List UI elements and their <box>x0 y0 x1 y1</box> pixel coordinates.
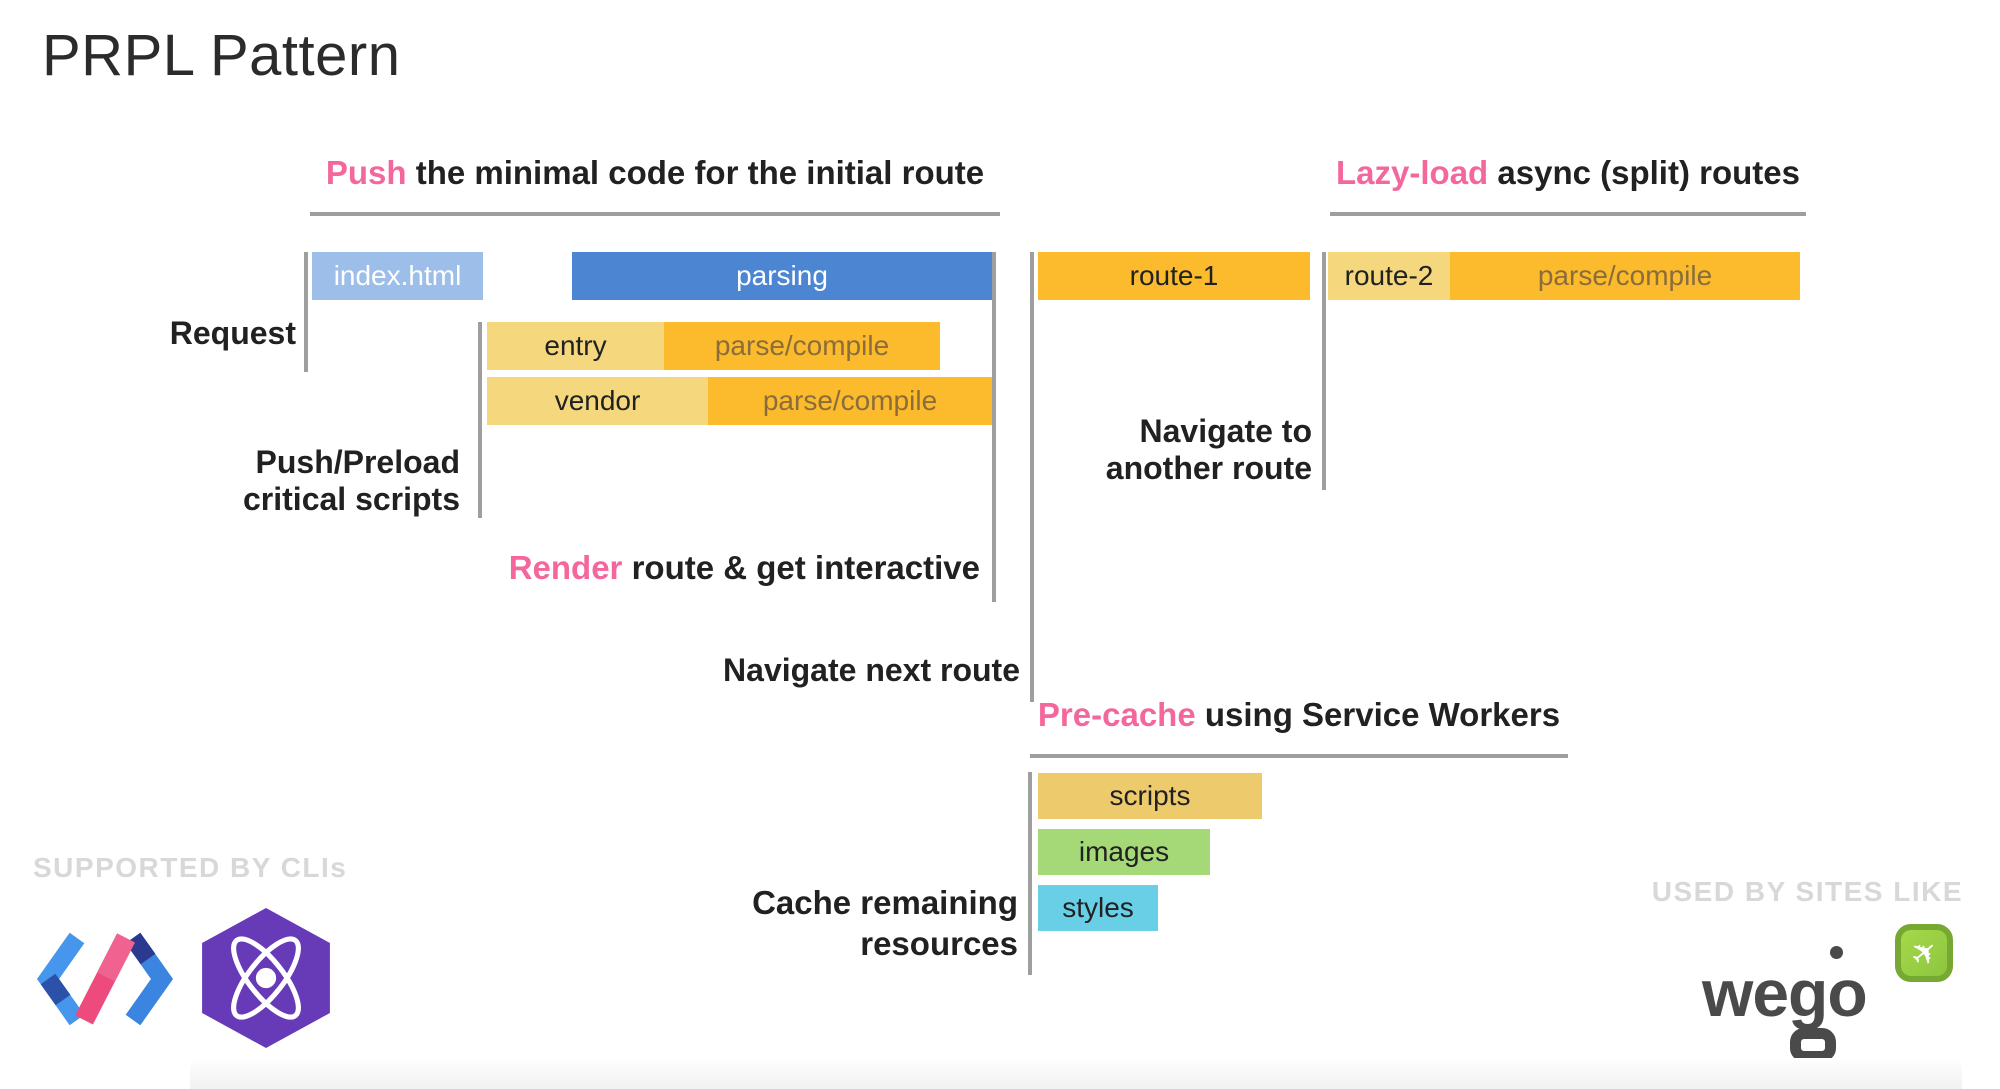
label-push-preload: Push/Preload critical scripts <box>160 444 460 518</box>
label-cache-remaining: Cache remaining resources <box>640 882 1018 964</box>
label-navigate-another-line2: another route <box>1105 450 1312 486</box>
label-navigate-next: Navigate next route <box>723 652 1020 688</box>
render-boundary-line <box>992 252 996 602</box>
bar-styles: styles <box>1038 885 1158 931</box>
label-navigate-another: Navigate to another route <box>1060 413 1312 487</box>
heading-pre-cache-rest: using Service Workers <box>1195 696 1561 733</box>
bar-vendor: vendor <box>487 377 708 425</box>
bar-route-1: route-1 <box>1038 252 1310 300</box>
bar-route-2-parse-compile: parse/compile <box>1450 252 1800 300</box>
preact-logo <box>202 908 330 1048</box>
bar-images: images <box>1038 829 1210 875</box>
cache-resources-line <box>1028 772 1032 975</box>
heading-lazy-load: Lazy-load async (split) routes <box>1330 152 1806 194</box>
label-request: Request <box>169 315 296 351</box>
wego-g-dot <box>1830 946 1843 959</box>
heading-push-rest: the minimal code for the initial route <box>406 154 985 191</box>
wego-g-descender <box>1790 1028 1836 1062</box>
wego-wordmark: wego <box>1702 956 1868 1030</box>
heading-pre-cache: Pre-cache using Service Workers <box>1030 694 1568 736</box>
request-tick-line <box>304 252 308 372</box>
airplane-icon: ✈ <box>1902 930 1946 976</box>
wego-plane-badge: ✈ <box>1895 924 1953 982</box>
label-push-preload-line1: Push/Preload <box>255 444 461 480</box>
bar-scripts: scripts <box>1038 773 1262 819</box>
label-cache-remaining-line2: resources <box>860 925 1018 962</box>
push-preload-line <box>478 322 482 518</box>
push-underline <box>310 212 1000 216</box>
heading-render: Render route & get interactive <box>480 549 980 586</box>
heading-lazy-rest: async (split) routes <box>1488 154 1800 191</box>
polymer-logo <box>36 932 174 1026</box>
navigate-another-line <box>1322 252 1326 490</box>
label-push-preload-line2: critical scripts <box>243 481 460 517</box>
bar-parsing: parsing <box>572 252 992 300</box>
wego-logo: wego ✈ <box>1702 924 1962 1072</box>
label-cache-remaining-line1: Cache remaining <box>752 884 1018 921</box>
bar-vendor-parse-compile: parse/compile <box>708 377 992 425</box>
bottom-shadow <box>190 1058 1962 1089</box>
bar-route-2: route-2 <box>1328 252 1450 300</box>
lazy-load-underline <box>1330 212 1806 216</box>
heading-lazy-keyword: Lazy-load <box>1336 154 1489 191</box>
navigate-next-line <box>1030 252 1034 702</box>
heading-render-rest: route & get interactive <box>622 549 980 586</box>
pre-cache-underline <box>1030 754 1568 758</box>
bar-entry: entry <box>487 322 664 370</box>
supported-by-clis-text: SUPPORTED BY CLIs <box>33 852 348 883</box>
heading-push: Push the minimal code for the initial ro… <box>310 152 1000 194</box>
heading-render-keyword: Render <box>508 549 623 586</box>
page-title: PRPL Pattern <box>42 23 401 88</box>
used-by-sites-text: USED BY SITES LIKE <box>1651 876 1963 907</box>
bar-index-html: index.html <box>312 252 483 300</box>
bar-entry-parse-compile: parse/compile <box>664 322 940 370</box>
heading-pre-cache-keyword: Pre-cache <box>1037 696 1196 733</box>
label-navigate-another-line1: Navigate to <box>1139 413 1312 449</box>
heading-push-keyword: Push <box>325 154 407 191</box>
